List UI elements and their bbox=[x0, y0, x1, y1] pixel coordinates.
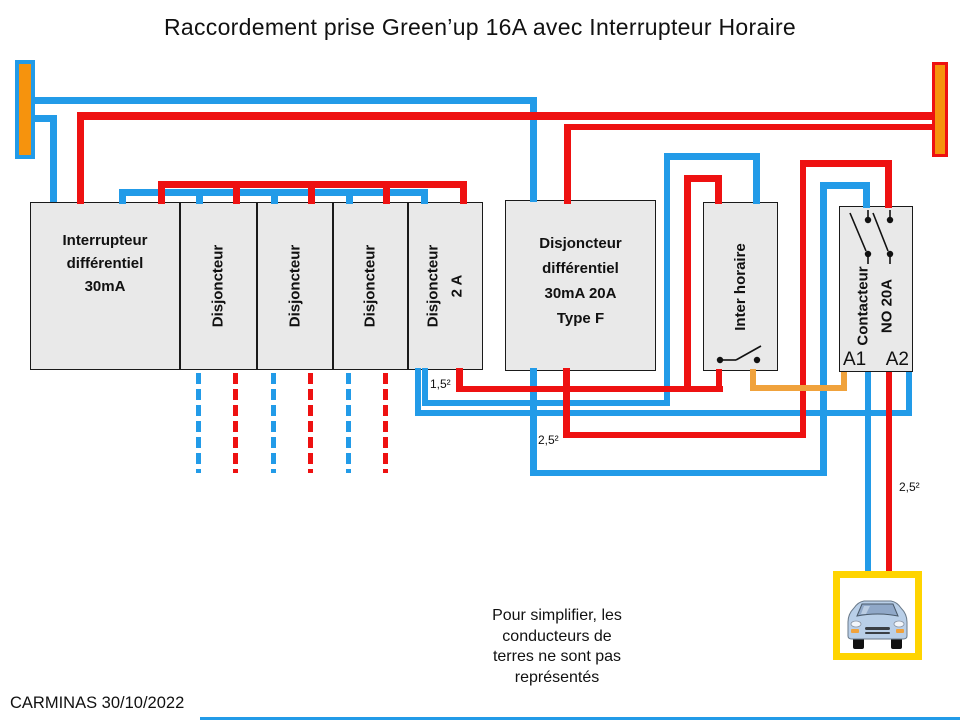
wire-neutral-timer-riser bbox=[664, 153, 670, 406]
module-breaker-3: Disjoncteur bbox=[333, 202, 408, 370]
wire-neutral-timer-drop bbox=[753, 153, 760, 204]
wire-neutral-bus-riser bbox=[119, 189, 126, 204]
wire-neutral-tap-breaker-2a bbox=[421, 189, 428, 204]
wire-neutral-2a-out-inner bbox=[422, 368, 428, 406]
wire-neutral-rcbo-out bbox=[530, 368, 537, 476]
wire-phase-2a-to-timer bbox=[456, 386, 723, 392]
wire-switched-to-a1 bbox=[750, 385, 847, 391]
module-breaker-3-label: Disjoncteur bbox=[361, 244, 379, 328]
module-breaker-2a: Disjoncteur 2 A bbox=[408, 202, 483, 370]
wire-neutral-2a-out-outer bbox=[415, 368, 421, 416]
wire-neutral-to-car bbox=[865, 372, 871, 573]
wire-phase-rcd-drop bbox=[77, 112, 84, 204]
wire-dashed-phase-circuit-3 bbox=[383, 373, 388, 473]
wire-phase-contactor-loop bbox=[800, 160, 892, 167]
wire-neutral-rcbo-drop bbox=[530, 97, 537, 202]
wire-neutral-timer-loop bbox=[664, 153, 760, 160]
module-rcbo-type-f: Disjoncteur différentiel 30mA 20A Type F bbox=[505, 200, 656, 371]
section-label-2-5-a: 2,5² bbox=[538, 433, 559, 447]
wire-neutral-tap-breaker-3 bbox=[346, 191, 353, 204]
module-rcd-label: Interrupteur différentiel 30mA bbox=[62, 232, 148, 295]
wire-dashed-neutral-circuit-3 bbox=[346, 373, 351, 473]
wire-phase-to-car bbox=[886, 372, 892, 573]
wire-switched-timer-out bbox=[750, 369, 756, 391]
module-breaker-2-label: Disjoncteur bbox=[286, 244, 304, 328]
module-contactor: Contacteur NO 20A A1 A2 bbox=[839, 206, 913, 372]
author-date: CARMINAS 30/10/2022 bbox=[10, 694, 185, 712]
wire-neutral-contactor-drop bbox=[863, 182, 870, 208]
wire-phase-main bbox=[77, 112, 935, 120]
bottom-rule bbox=[200, 717, 960, 720]
wire-neutral-contactor-loop bbox=[820, 182, 870, 189]
wire-neutral-busbar-stub bbox=[30, 115, 57, 122]
wire-neutral-a2-riser bbox=[906, 372, 912, 416]
page-title: Raccordement prise Green’up 16A avec Int… bbox=[163, 14, 797, 40]
terminal-a1-label: A1 bbox=[843, 349, 867, 370]
wire-neutral-tap-breaker-2 bbox=[271, 191, 278, 204]
wire-phase-tap-breaker-3 bbox=[383, 181, 390, 204]
section-label-1-5: 1,5² bbox=[430, 377, 451, 391]
module-timer-label: Inter horaire bbox=[731, 242, 749, 331]
wire-neutral-rcbo-to-contactor bbox=[530, 470, 827, 476]
wire-phase-timer-bottom-riser bbox=[716, 369, 722, 392]
wire-neutral-main bbox=[30, 97, 537, 104]
neutral-busbar bbox=[15, 60, 35, 159]
wire-phase-contactor-riser bbox=[800, 160, 806, 438]
module-contactor-label: Contacteur NO 20A bbox=[855, 266, 896, 346]
wire-neutral-tap-breaker-1 bbox=[196, 191, 203, 204]
wire-phase-tap-breaker-2 bbox=[308, 181, 315, 204]
wire-phase-contactor-drop bbox=[885, 160, 892, 208]
wire-phase-tap-breaker-2a bbox=[460, 181, 467, 204]
wire-phase-tap-breaker-1 bbox=[233, 181, 240, 204]
section-label-2-5-b: 2,5² bbox=[899, 480, 920, 494]
timer-switch-symbol bbox=[716, 345, 762, 364]
wire-neutral-a2-return bbox=[415, 410, 912, 416]
wire-neutral-2a-to-timer bbox=[422, 400, 670, 406]
module-timer: Inter horaire bbox=[703, 202, 778, 371]
car-icon bbox=[847, 600, 908, 649]
wire-phase-rcbo-to-contactor bbox=[563, 432, 806, 438]
wire-dashed-phase-circuit-2 bbox=[308, 373, 313, 473]
simplification-note: Pour simplifier, les conducteurs de terr… bbox=[492, 607, 622, 686]
wire-phase-timer-loop bbox=[684, 175, 722, 182]
wire-dashed-neutral-circuit-1 bbox=[196, 373, 201, 473]
wire-phase-timer-riser bbox=[684, 175, 691, 392]
module-breaker-1: Disjoncteur bbox=[180, 202, 257, 370]
wire-neutral-contactor-riser bbox=[820, 182, 827, 476]
module-rcbo-label: Disjoncteur différentiel 30mA 20A Type F bbox=[539, 235, 622, 327]
phase-busbar bbox=[932, 62, 948, 157]
terminal-a2-label: A2 bbox=[885, 349, 909, 370]
wire-phase-timer-top-drop bbox=[715, 175, 722, 204]
contactor-no-contacts-symbol bbox=[849, 210, 894, 264]
greenup-socket-frame bbox=[833, 571, 922, 660]
wire-dashed-neutral-circuit-2 bbox=[271, 373, 276, 473]
module-breaker-2a-label: Disjoncteur 2 A bbox=[424, 244, 466, 328]
wire-dashed-phase-circuit-1 bbox=[233, 373, 238, 473]
wire-phase-2a-out bbox=[456, 368, 463, 392]
wire-phase-bus-riser bbox=[158, 181, 165, 204]
module-breaker-2: Disjoncteur bbox=[257, 202, 333, 370]
wire-phase-rcbo-drop bbox=[564, 124, 571, 204]
module-rcd-30ma: Interrupteur différentiel 30mA bbox=[30, 202, 180, 370]
module-breaker-1-label: Disjoncteur bbox=[209, 244, 227, 328]
wire-switched-a1-riser bbox=[841, 372, 847, 391]
wire-phase-rcbo-feed bbox=[564, 124, 935, 130]
wire-phase-rcbo-out bbox=[563, 368, 570, 438]
wire-neutral-rcd-drop bbox=[50, 115, 57, 202]
